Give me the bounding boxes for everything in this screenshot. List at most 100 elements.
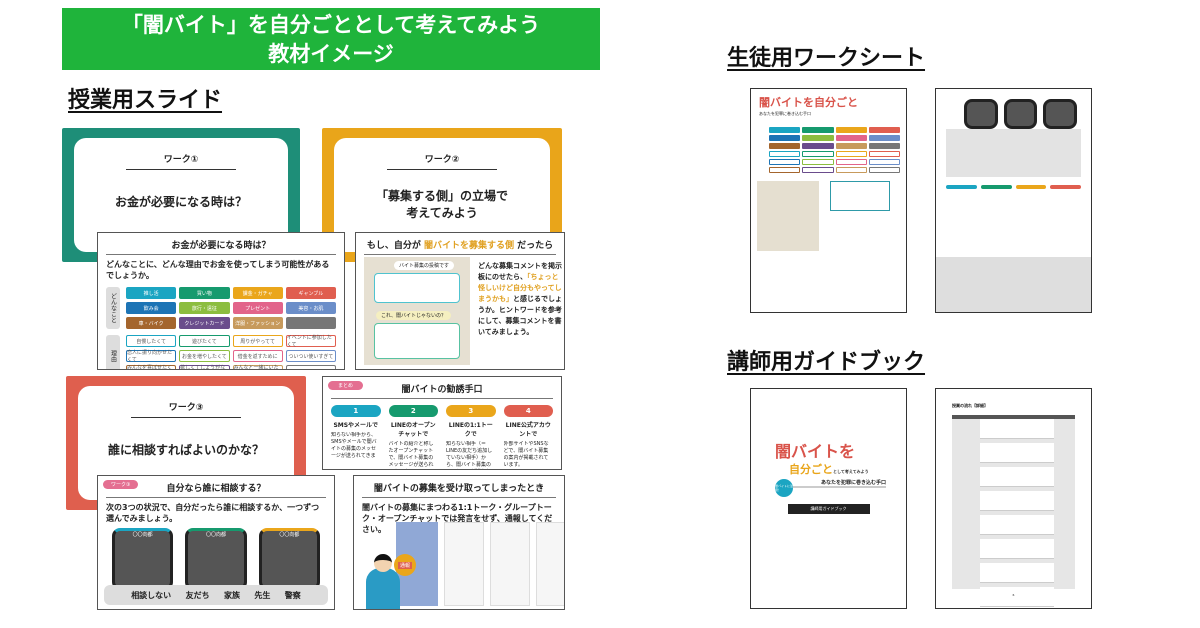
- worksheet-cell: [769, 167, 801, 173]
- guide-row: [980, 443, 1054, 463]
- method-head: LINEの1:1トークで: [448, 422, 493, 438]
- option-cell[interactable]: 洋服・ファッション: [232, 317, 283, 329]
- method-number: 4: [503, 405, 553, 417]
- report-bubble: 通報: [394, 554, 416, 576]
- choice-option[interactable]: 警察: [284, 590, 301, 600]
- guidebook-page: 授業の流れ【詳細】 6: [935, 388, 1092, 609]
- option-cell[interactable]: イベントに参加したくて: [285, 335, 336, 348]
- phone-mockup-1: 〇〇向都: [112, 528, 174, 590]
- banner-title: 「闇バイト」を自分ごととして考えてみよう: [121, 13, 541, 37]
- work-label: ワーク③: [168, 403, 204, 413]
- phone-mockup-2: 〇〇向都: [185, 528, 247, 590]
- guide-row: [980, 539, 1054, 559]
- worksheet-cell: [802, 159, 834, 165]
- option-cell[interactable]: 課金・ガチャ: [232, 287, 283, 299]
- option-cell[interactable]: 借金を返すために: [232, 350, 283, 362]
- worksheet-cell: [769, 151, 801, 157]
- slide-consult: ワーク③ 自分なら誰に相談する？ 次の3つの状況で、自分だったら誰に相談するか、…: [97, 475, 335, 610]
- slide-subtitle: 次の3つの状況で、自分だったら誰に相談するか、一つずつ選んでみましょう。: [106, 503, 320, 523]
- slide-money-reasons: お金が必要になる時は？ どんなことに、どんな理由でお金を使ってしまう可能性がある…: [97, 232, 345, 370]
- worksheet-cell: [802, 143, 834, 149]
- screen-mock: [536, 522, 564, 606]
- worksheet-cell: [769, 159, 801, 165]
- worksheet-cell: [769, 143, 801, 149]
- worksheet-page-1: 闇バイトを自分ごと あなたを犯罪に巻き込む手口: [750, 88, 907, 313]
- choice-option[interactable]: 先生: [254, 590, 271, 600]
- chat-board: バイト募集の投稿です これ、闇バイトじゃないの？: [364, 257, 470, 365]
- worksheet-cell: [769, 135, 801, 141]
- method-head: LINEのオープンチャットで: [390, 422, 436, 438]
- option-cell[interactable]: 欲しくてしょうがなかったから: [179, 365, 230, 369]
- option-cell[interactable]: 車・バイク: [126, 317, 177, 329]
- guidebook-label: 講師用ガイドブック: [787, 504, 870, 514]
- work-label: ワーク②: [424, 155, 460, 165]
- guide-row: [980, 563, 1054, 583]
- option-cell[interactable]: みんなを喜ばせたくて: [126, 365, 177, 369]
- slide-subtitle: 闇バイトの募集にまつわる1:1トーク・グループトーク・オープンチャットでは発言を…: [362, 503, 553, 534]
- phone-mockup-3: 〇〇向都: [258, 528, 320, 590]
- option-cell[interactable]: お金を増やしたくて: [179, 350, 230, 362]
- worksheet-cell: [802, 127, 834, 133]
- worksheet-cell: [835, 159, 867, 165]
- method-head: LINE公式アカウントで: [505, 422, 551, 438]
- slide-title: 自分なら誰に相談する？: [106, 476, 326, 498]
- work-label: ワーク①: [163, 155, 199, 165]
- person-illustration: [366, 554, 400, 609]
- slide-report: 闇バイトの募集を受け取ってしまったとき 闇バイトの募集にまつわる1:1トーク・グ…: [353, 475, 565, 610]
- option-cell[interactable]: 美容・お肌: [285, 302, 336, 314]
- slide-title: 闇バイトの募集を受け取ってしまったとき: [362, 476, 556, 498]
- option-cell[interactable]: 自慢したくて: [126, 335, 177, 347]
- option-cell[interactable]: ついつい使いすぎて: [285, 350, 336, 362]
- option-cell[interactable]: プレゼント: [232, 302, 283, 314]
- guide-row: [980, 587, 1054, 607]
- option-cell[interactable]: 遊びたくて: [179, 335, 230, 347]
- banner-subtitle: 教材イメージ: [268, 42, 394, 66]
- option-cell[interactable]: 旅行・遠征: [179, 302, 230, 314]
- worksheet-cell: [868, 151, 900, 157]
- guidebook-cover: 闇バイトを 自分ごととして考えてみよう 闇バイトに注意！ あなたを犯罪に巻き込む…: [750, 388, 907, 609]
- highlight-text: 闇バイトを募集する側: [423, 241, 514, 251]
- option-cell[interactable]: 推し活: [126, 287, 177, 299]
- side-label: 理由: [106, 335, 120, 369]
- answer-box-2[interactable]: [374, 323, 460, 359]
- section-guidebook-heading: 講師用ガイドブック: [727, 350, 926, 375]
- option-cell[interactable]: [285, 365, 336, 369]
- title-banner: 「闇バイト」を自分ごととして考えてみよう 教材イメージ: [62, 8, 600, 70]
- answer-box-1[interactable]: [374, 273, 460, 303]
- worksheet-cell: [769, 127, 801, 133]
- slide-question: 考えてみよう: [406, 206, 478, 220]
- choice-option[interactable]: 友だち: [185, 590, 210, 600]
- method-body: バイトの紹介と称したオープンチャットで、闇バイト募集のメッセージが送られてきます…: [388, 441, 434, 468]
- choice-option[interactable]: 相談しない: [131, 590, 172, 600]
- choice-option[interactable]: 家族: [223, 590, 240, 600]
- chat-bubble: バイト募集の投稿です: [394, 261, 455, 270]
- slide-subtitle: どんなことに、どんな理由でお金を使ってしまう可能性があるでしょうか。: [106, 260, 330, 280]
- option-cell[interactable]: ギャンブル: [285, 287, 336, 299]
- option-cell[interactable]: みんなと一緒にいたくて: [232, 365, 283, 369]
- option-cell[interactable]: [285, 317, 336, 329]
- worksheet-cell: [835, 135, 867, 141]
- option-cell[interactable]: 飲み会: [126, 302, 177, 314]
- method-number: 2: [388, 405, 438, 417]
- slide-body: どんな募集コメントを掲示板にのせたら、「ちょっと怪しいけど自分もやってしまうかも…: [478, 262, 562, 336]
- side-label: どんなこと: [106, 287, 120, 329]
- work-badge: ワーク③: [103, 480, 139, 489]
- method-number: 3: [446, 405, 496, 417]
- option-cell[interactable]: 恋人に振り向かせたくて: [126, 350, 177, 363]
- section-slides-heading: 授業用スライド: [68, 88, 223, 113]
- option-cell[interactable]: 買い物: [179, 287, 230, 299]
- method-head: SMSやメールで: [333, 422, 379, 429]
- guide-row: [980, 515, 1054, 535]
- worksheet-cell: [868, 143, 900, 149]
- worksheet-cell: [835, 127, 867, 133]
- worksheet-cell: [802, 135, 834, 141]
- section-worksheet-heading: 生徒用ワークシート: [727, 46, 926, 71]
- option-cell[interactable]: クレジットカード: [179, 317, 230, 329]
- worksheet-cell: [868, 135, 900, 141]
- worksheet-page-2: [935, 88, 1092, 313]
- option-cell[interactable]: 周りがやってて: [232, 335, 283, 347]
